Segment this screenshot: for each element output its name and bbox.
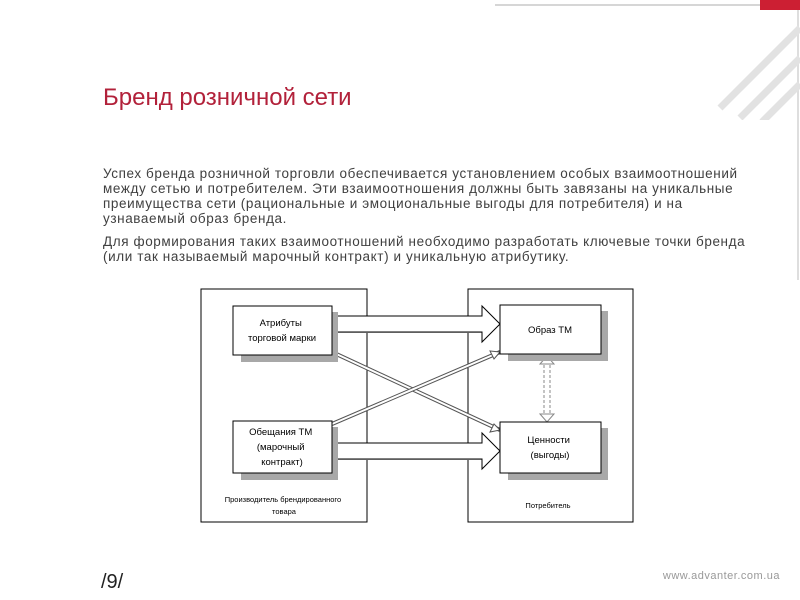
box-promises: Обещания ТМ (марочный контракт) bbox=[232, 420, 338, 480]
promises-line-2: (марочный bbox=[257, 442, 305, 453]
promises-line-1: Обещания ТМ bbox=[249, 427, 312, 438]
producer-caption-line-2: товара bbox=[272, 507, 297, 516]
values-line-2: (выгоды) bbox=[531, 450, 570, 461]
svg-text:Обещания ТМ (марочный: Обещания ТМ (марочный контракт) bbox=[249, 427, 315, 468]
intro-paragraph: Успех бренда розничной торговли обеспечи… bbox=[103, 166, 738, 226]
box-attributes: Атрибуты торговой марки bbox=[232, 305, 338, 362]
svg-text:Ценности (выгоды): Ценности (выгоды) bbox=[527, 435, 572, 461]
arrow-attributes-to-image bbox=[331, 304, 501, 344]
arrow-promises-to-values bbox=[331, 431, 501, 471]
attributes-line-2: торговой марки bbox=[248, 333, 316, 344]
producer-caption-line-1: Производитель брендированного bbox=[225, 495, 341, 504]
promises-line-3: контракт) bbox=[261, 457, 303, 468]
box-brand-image: Образ ТМ bbox=[499, 304, 608, 361]
top-red-accent bbox=[760, 0, 800, 10]
top-decor-line bbox=[495, 4, 800, 6]
right-decor-line bbox=[797, 10, 799, 280]
image-line-1: Образ ТМ bbox=[528, 325, 572, 336]
slide-title: Бренд розничной сети bbox=[103, 84, 352, 111]
slide-number: /9/ bbox=[101, 571, 124, 593]
values-line-1: Ценности bbox=[527, 435, 570, 446]
second-paragraph: Для формирования таких взаимоотношений н… bbox=[103, 234, 746, 264]
svg-text:Атрибуты торговой марки: Атрибуты торговой марки bbox=[248, 318, 316, 344]
attributes-line-1: Атрибуты bbox=[260, 318, 302, 329]
svg-text:Производитель брендированного: Производитель брендированного товара bbox=[225, 495, 344, 516]
website-link[interactable]: www.advanter.com.ua bbox=[662, 570, 780, 582]
cross-arrow-attributes-to-values bbox=[331, 350, 502, 433]
box-values: Ценности (выгоды) bbox=[499, 421, 608, 480]
consumer-caption: Потребитель bbox=[525, 501, 570, 510]
corner-stripes-decor bbox=[717, 25, 800, 120]
cross-arrow-promises-to-image bbox=[331, 350, 502, 426]
